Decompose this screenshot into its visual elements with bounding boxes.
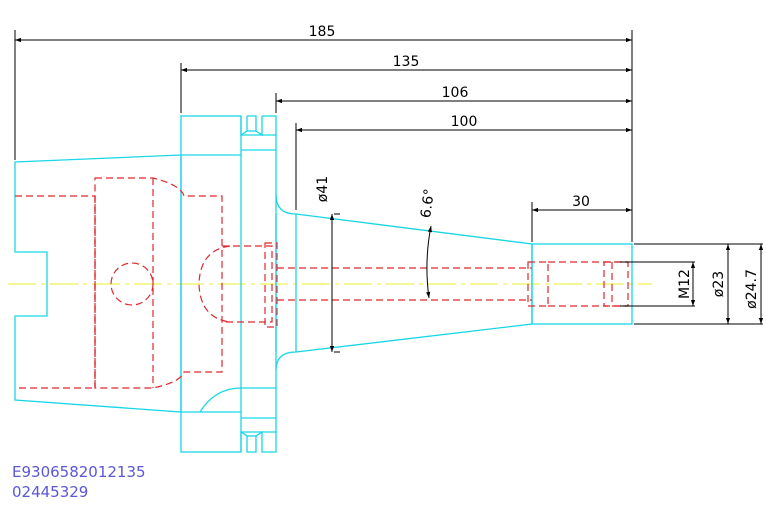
flange: [180, 115, 242, 453]
conical-nose: [295, 213, 533, 353]
dim-30: 30: [572, 194, 590, 210]
dim-dia24-7: ø24.7: [744, 269, 760, 309]
part-code-line-1: E9306582012135: [12, 463, 146, 481]
nose-tip: [531, 243, 633, 325]
tool-holder-outline: [14, 115, 633, 453]
dim-angle: 6.6°: [418, 188, 438, 219]
angle-arc: [426, 225, 432, 299]
hidden-features: [15, 177, 629, 389]
part-code-line-2: 02445329: [12, 483, 88, 501]
dim-135: 135: [393, 54, 420, 70]
dim-dia23: ø23: [711, 271, 727, 297]
dim-106: 106: [442, 85, 469, 101]
dim-100: 100: [451, 114, 478, 130]
dim-185: 185: [309, 24, 336, 40]
collar: [275, 194, 297, 371]
dim-dia41: ø41: [315, 176, 331, 202]
dimensions: [14, 30, 764, 353]
dim-m12: M12: [677, 269, 693, 299]
